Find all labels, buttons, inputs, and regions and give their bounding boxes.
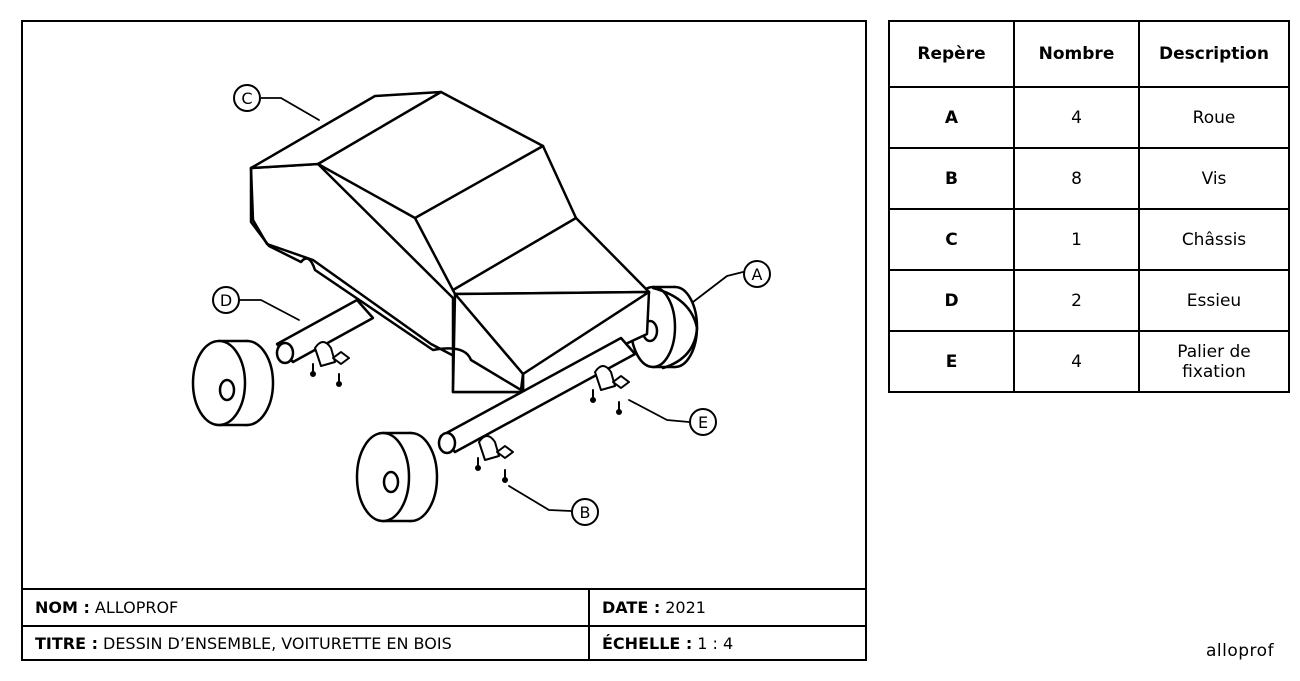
cell-description: Vis [1138,147,1290,210]
rear-axle [275,298,375,365]
cell-repere: C [888,208,1015,271]
titre-field: TITRE : DESSIN D’ENSEMBLE, VOITURETTE EN… [23,627,590,659]
cell-nombre: 2 [1013,269,1140,332]
bearing-bracket-front-right [590,365,630,415]
cell-description: Châssis [1138,208,1290,271]
cell-description: Roue [1138,86,1290,149]
svg-text:E: E [698,413,708,432]
echelle-label: ÉCHELLE : [602,633,693,653]
cell-nombre: 4 [1013,86,1140,149]
header-nombre: Nombre [1013,20,1140,88]
nom-value: ALLOPROF [94,598,179,617]
svg-text:D: D [220,291,232,310]
svg-text:C: C [241,89,252,108]
svg-text:A: A [752,265,763,284]
callout-e: E [689,408,717,436]
cell-nombre: 1 [1013,208,1140,271]
brand-logo: alloprof [1206,641,1275,661]
cell-description: Palier de fixation [1138,330,1290,393]
bearing-bracket-front-left [475,435,514,483]
table-row: E 4 Palier de fixation [888,330,1290,393]
cell-repere: A [888,86,1015,149]
date-label: DATE : [602,598,661,617]
wheel-front-right-visible [651,286,699,370]
cell-repere: B [888,147,1015,210]
nom-label: NOM : [35,598,90,617]
parts-list-table: Repère Nombre Description A 4 Roue B 8 V… [888,20,1290,393]
front-axle [437,336,637,455]
svg-text:B: B [580,503,591,522]
title-block: NOM : ALLOPROF DATE : 2021 TITRE : DESSI… [23,588,865,659]
cell-nombre: 4 [1013,330,1140,393]
table-row: D 2 Essieu [888,269,1290,332]
echelle-value: 1 : 4 [697,633,734,653]
cell-repere: E [888,330,1015,393]
wheel-rear-left [191,339,275,427]
cell-repere: D [888,269,1015,332]
title-block-row-2: TITRE : DESSIN D’ENSEMBLE, VOITURETTE EN… [23,627,865,659]
assembly-drawing: C A D E B [191,84,771,526]
titre-value: DESSIN D’ENSEMBLE, VOITURETTE EN BOIS [103,633,452,653]
titre-label: TITRE : [35,633,98,653]
table-row: C 1 Châssis [888,208,1290,271]
header-repere: Repère [888,20,1015,88]
table-row: B 8 Vis [888,147,1290,210]
date-value: 2021 [665,598,706,617]
leader-lines [238,97,744,512]
nom-field: NOM : ALLOPROF [23,590,590,625]
table-row: A 4 Roue [888,86,1290,149]
date-field: DATE : 2021 [590,590,865,625]
callout-b: B [571,498,599,526]
header-description: Description [1138,20,1290,88]
echelle-field: ÉCHELLE : 1 : 4 [590,627,865,659]
wheel-front-left [355,431,439,523]
parts-table-header-row: Repère Nombre Description [888,20,1290,88]
drawing-sheet: C A D E B NOM : ALLOPROF DATE : 2021 [21,20,867,661]
callout-d: D [212,286,240,314]
callout-a: A [743,260,771,288]
title-block-row-1: NOM : ALLOPROF DATE : 2021 [23,590,865,627]
callout-c: C [233,84,261,112]
cell-nombre: 8 [1013,147,1140,210]
cell-description: Essieu [1138,269,1290,332]
bearing-bracket-rear [310,341,350,387]
